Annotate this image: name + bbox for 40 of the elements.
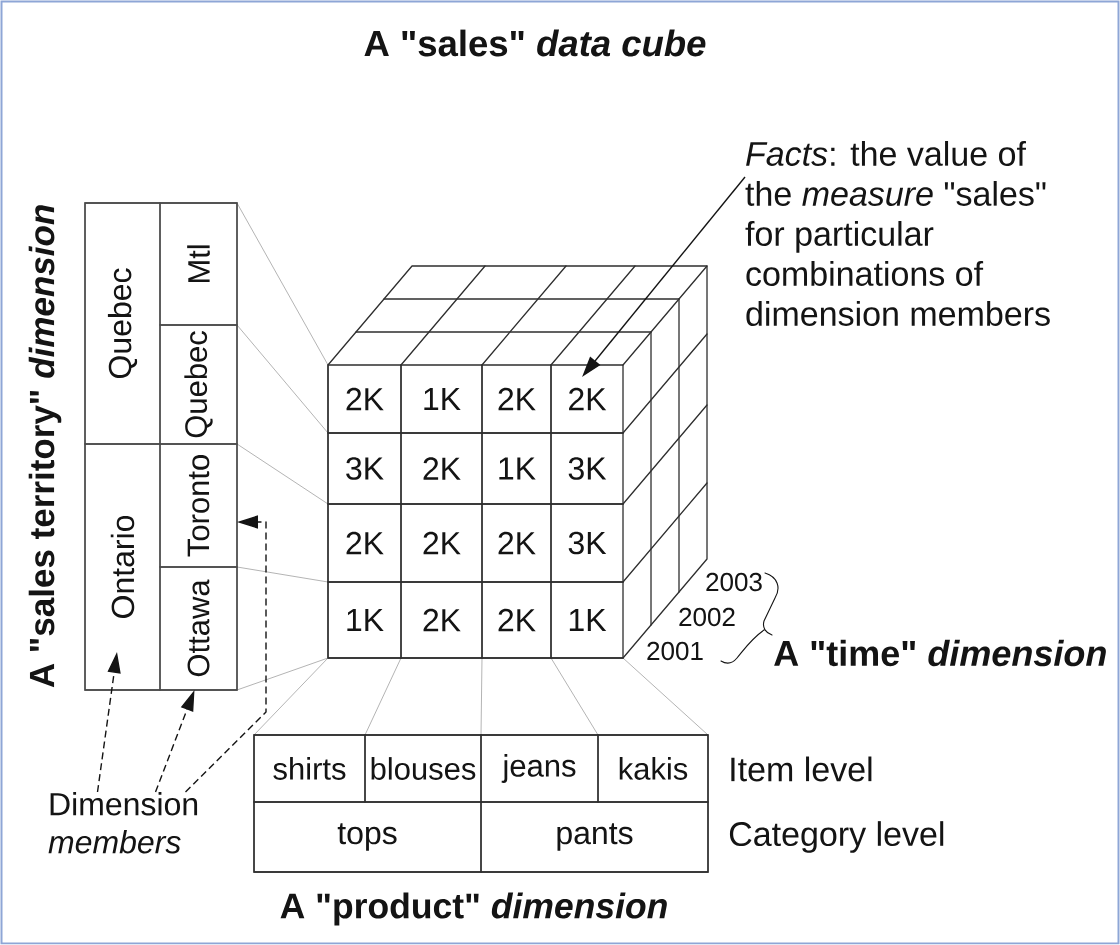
year-label: 2002: [679, 607, 735, 627]
cube-cell: 2K: [481, 581, 552, 659]
cube-cell: 1K: [481, 432, 552, 505]
cube-cell: 2K: [327, 364, 402, 434]
table-cell: Ottawa: [159, 566, 238, 691]
level-label: Item level: [731, 756, 872, 782]
cube-cell: 2K: [550, 364, 624, 434]
cube-cell: 2K: [400, 432, 483, 505]
dimension-heading: A "time" dimension: [774, 639, 1106, 667]
cube-cell: 3K: [550, 503, 624, 583]
cube-cell: 3K: [550, 432, 624, 505]
year-label: 2003: [706, 572, 762, 592]
dimension-heading: A "sales territory" dimension: [28, 205, 62, 688]
cube-cell: 3K: [327, 432, 402, 505]
diagram-title: A "sales" data cube: [364, 29, 706, 57]
cube-cell: 2K: [481, 503, 552, 583]
table-cell: kakis: [597, 734, 709, 803]
cube-cell: 2K: [400, 503, 483, 583]
cube-cell: 1K: [550, 581, 624, 659]
table-cell: Toronto: [159, 443, 238, 568]
table-cell: tops: [253, 801, 482, 873]
table-cell: Ontario: [84, 443, 161, 691]
year-label: 2001: [647, 641, 703, 661]
cube-cell: 1K: [400, 364, 483, 434]
annotation-text: Facts: the value of the measure "sales" for particular combinations of dimension members: [745, 141, 1050, 326]
table-cell: jeans: [480, 734, 599, 803]
level-label: Category level: [729, 821, 944, 853]
cube-cell: 2K: [327, 503, 402, 583]
cube-cell: 2K: [400, 581, 483, 659]
annotation-text: Dimension members: [48, 792, 198, 854]
table-cell: pants: [480, 801, 709, 873]
cube-cell: 2K: [481, 364, 552, 434]
arrow: [184, 515, 267, 793]
dimension-heading: A "product" dimension: [280, 892, 667, 926]
table-cell: shirts: [253, 734, 366, 803]
cube-cell: 1K: [327, 581, 402, 659]
table-cell: Quebec: [159, 324, 238, 445]
table-cell: Mtl: [159, 202, 238, 326]
table-cell: blouses: [364, 734, 482, 803]
table-cell: Quebec: [84, 202, 161, 445]
